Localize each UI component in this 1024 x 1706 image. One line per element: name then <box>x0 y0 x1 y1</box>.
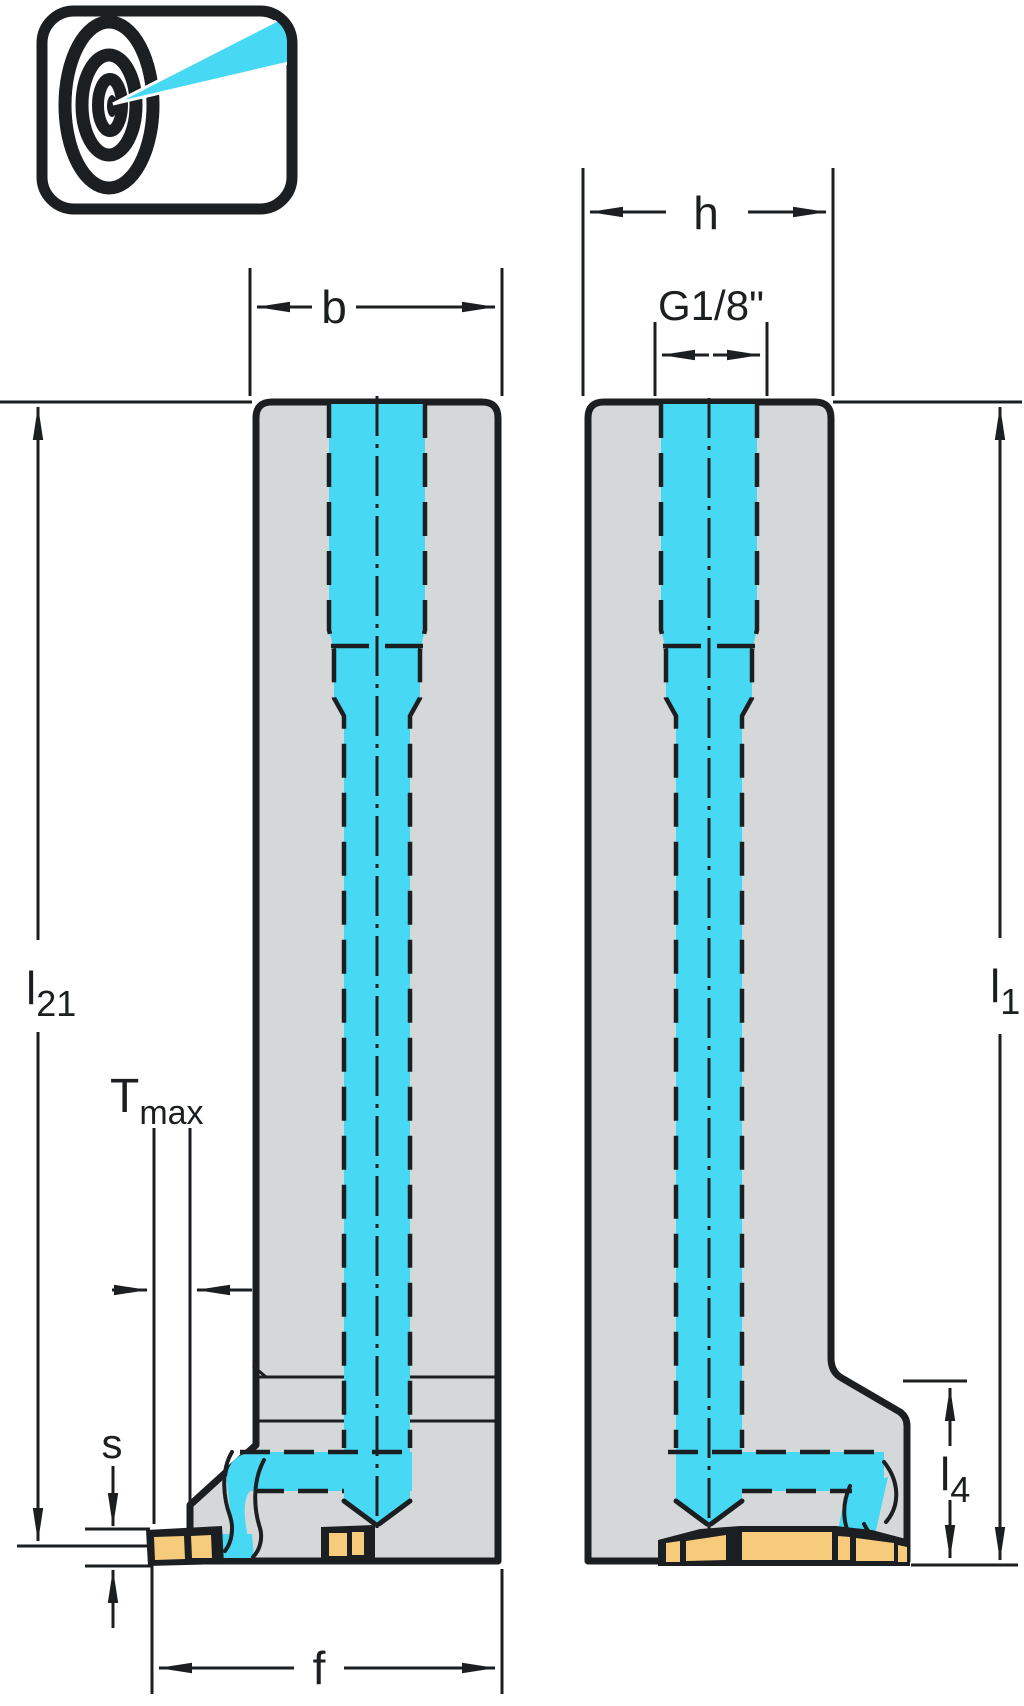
bore-tip-edges <box>341 1498 413 1527</box>
target-ring-outer <box>58 16 160 195</box>
target-ring-inner <box>92 73 128 137</box>
front-insert <box>146 1526 224 1566</box>
dim-label-l4: l4 <box>940 1448 970 1510</box>
dim-label-f: f <box>313 1642 326 1694</box>
hidden-edge-right <box>407 404 428 1448</box>
target-center-dot <box>107 95 117 117</box>
precision-coolant-target-icon <box>36 5 298 215</box>
dim-b: b <box>248 268 504 396</box>
hidden-edge-right <box>739 404 760 1448</box>
left-coolant-channel <box>218 396 428 1559</box>
right-view <box>584 398 911 1566</box>
clamp-finger-curve-1 <box>222 1450 235 1553</box>
bore-tip-edges <box>673 1498 745 1527</box>
dim-f: f <box>150 1535 504 1694</box>
nozzle-curve-1 <box>882 1460 899 1524</box>
target-ring-middle <box>75 48 143 162</box>
coolant-splash <box>218 1534 254 1558</box>
right-coolant-channel <box>658 398 899 1548</box>
hidden-edge-left <box>326 404 347 1448</box>
hidden-edge-left <box>658 404 679 1448</box>
dim-l1: l1 <box>833 400 1022 1567</box>
bottom-insert-strip <box>658 1526 910 1566</box>
coolant-branch <box>246 1452 412 1491</box>
dim-thread: G1/8" <box>653 282 769 396</box>
dim-l21: l21 <box>0 400 252 1548</box>
dim-s: s <box>85 1420 152 1628</box>
dim-tmax: Tmax <box>110 1070 252 1524</box>
dim-label-l21: l21 <box>26 962 76 1024</box>
dim-label-thread: G1/8" <box>658 282 764 329</box>
dim-l4: l4 <box>903 1379 970 1559</box>
clamp-finger-curve-2 <box>251 1458 266 1559</box>
coolant-branch <box>676 1452 884 1491</box>
dim-h: h <box>581 168 835 396</box>
left-view <box>146 396 502 1566</box>
dim-label-b: b <box>321 281 347 333</box>
dim-label-l1: l1 <box>990 960 1020 1022</box>
head-chamfer-line <box>252 1364 267 1379</box>
rear-insert <box>321 1525 375 1561</box>
dim-label-s: s <box>102 1420 123 1467</box>
dim-label-tmax: Tmax <box>110 1070 204 1132</box>
coolant-jet-icon <box>112 16 287 106</box>
dim-label-h: h <box>693 187 719 239</box>
